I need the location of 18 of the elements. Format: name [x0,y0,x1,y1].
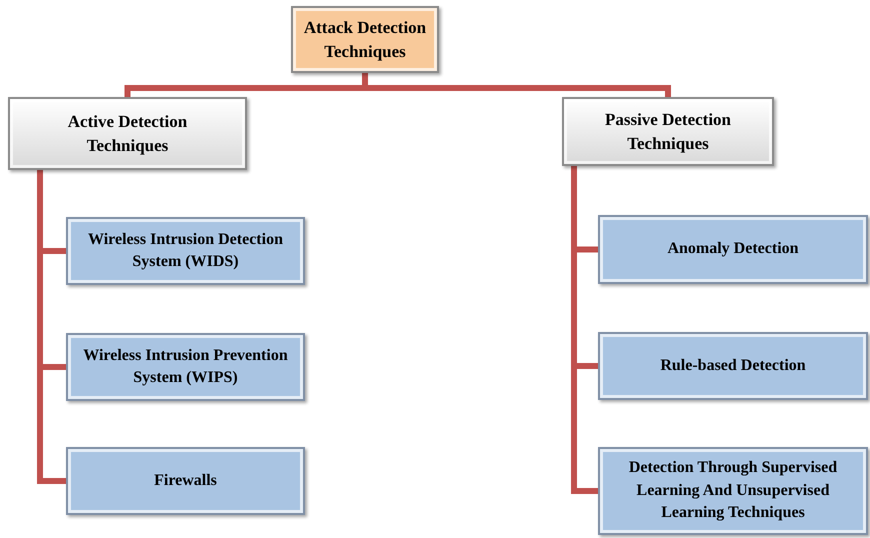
node-label: Anomaly Detection [667,239,799,260]
node-label: Rule-based Detection [660,356,806,376]
node-box [66,217,305,285]
node-box [598,215,868,284]
node-label: Detection Through Supervised Learning And Unsupervised Learning Techniques [628,458,838,524]
node-box [8,97,247,170]
node-box [598,332,868,400]
node-box [598,447,868,535]
node-label: Firewalls [154,470,217,491]
node-label: Wireless Intrusion Detection System (WIDS) [87,230,284,272]
node-label: Active Detection Techniques [66,110,188,157]
node-label: Passive Detection Techniques [604,108,732,155]
node-box [291,6,439,73]
node-label: Attack Detection Techniques [302,16,428,63]
node-box [66,447,305,515]
node-box [562,97,774,166]
node-label: Wireless Intrusion Prevention System (WIPS) [82,346,289,388]
node-box [66,333,305,401]
